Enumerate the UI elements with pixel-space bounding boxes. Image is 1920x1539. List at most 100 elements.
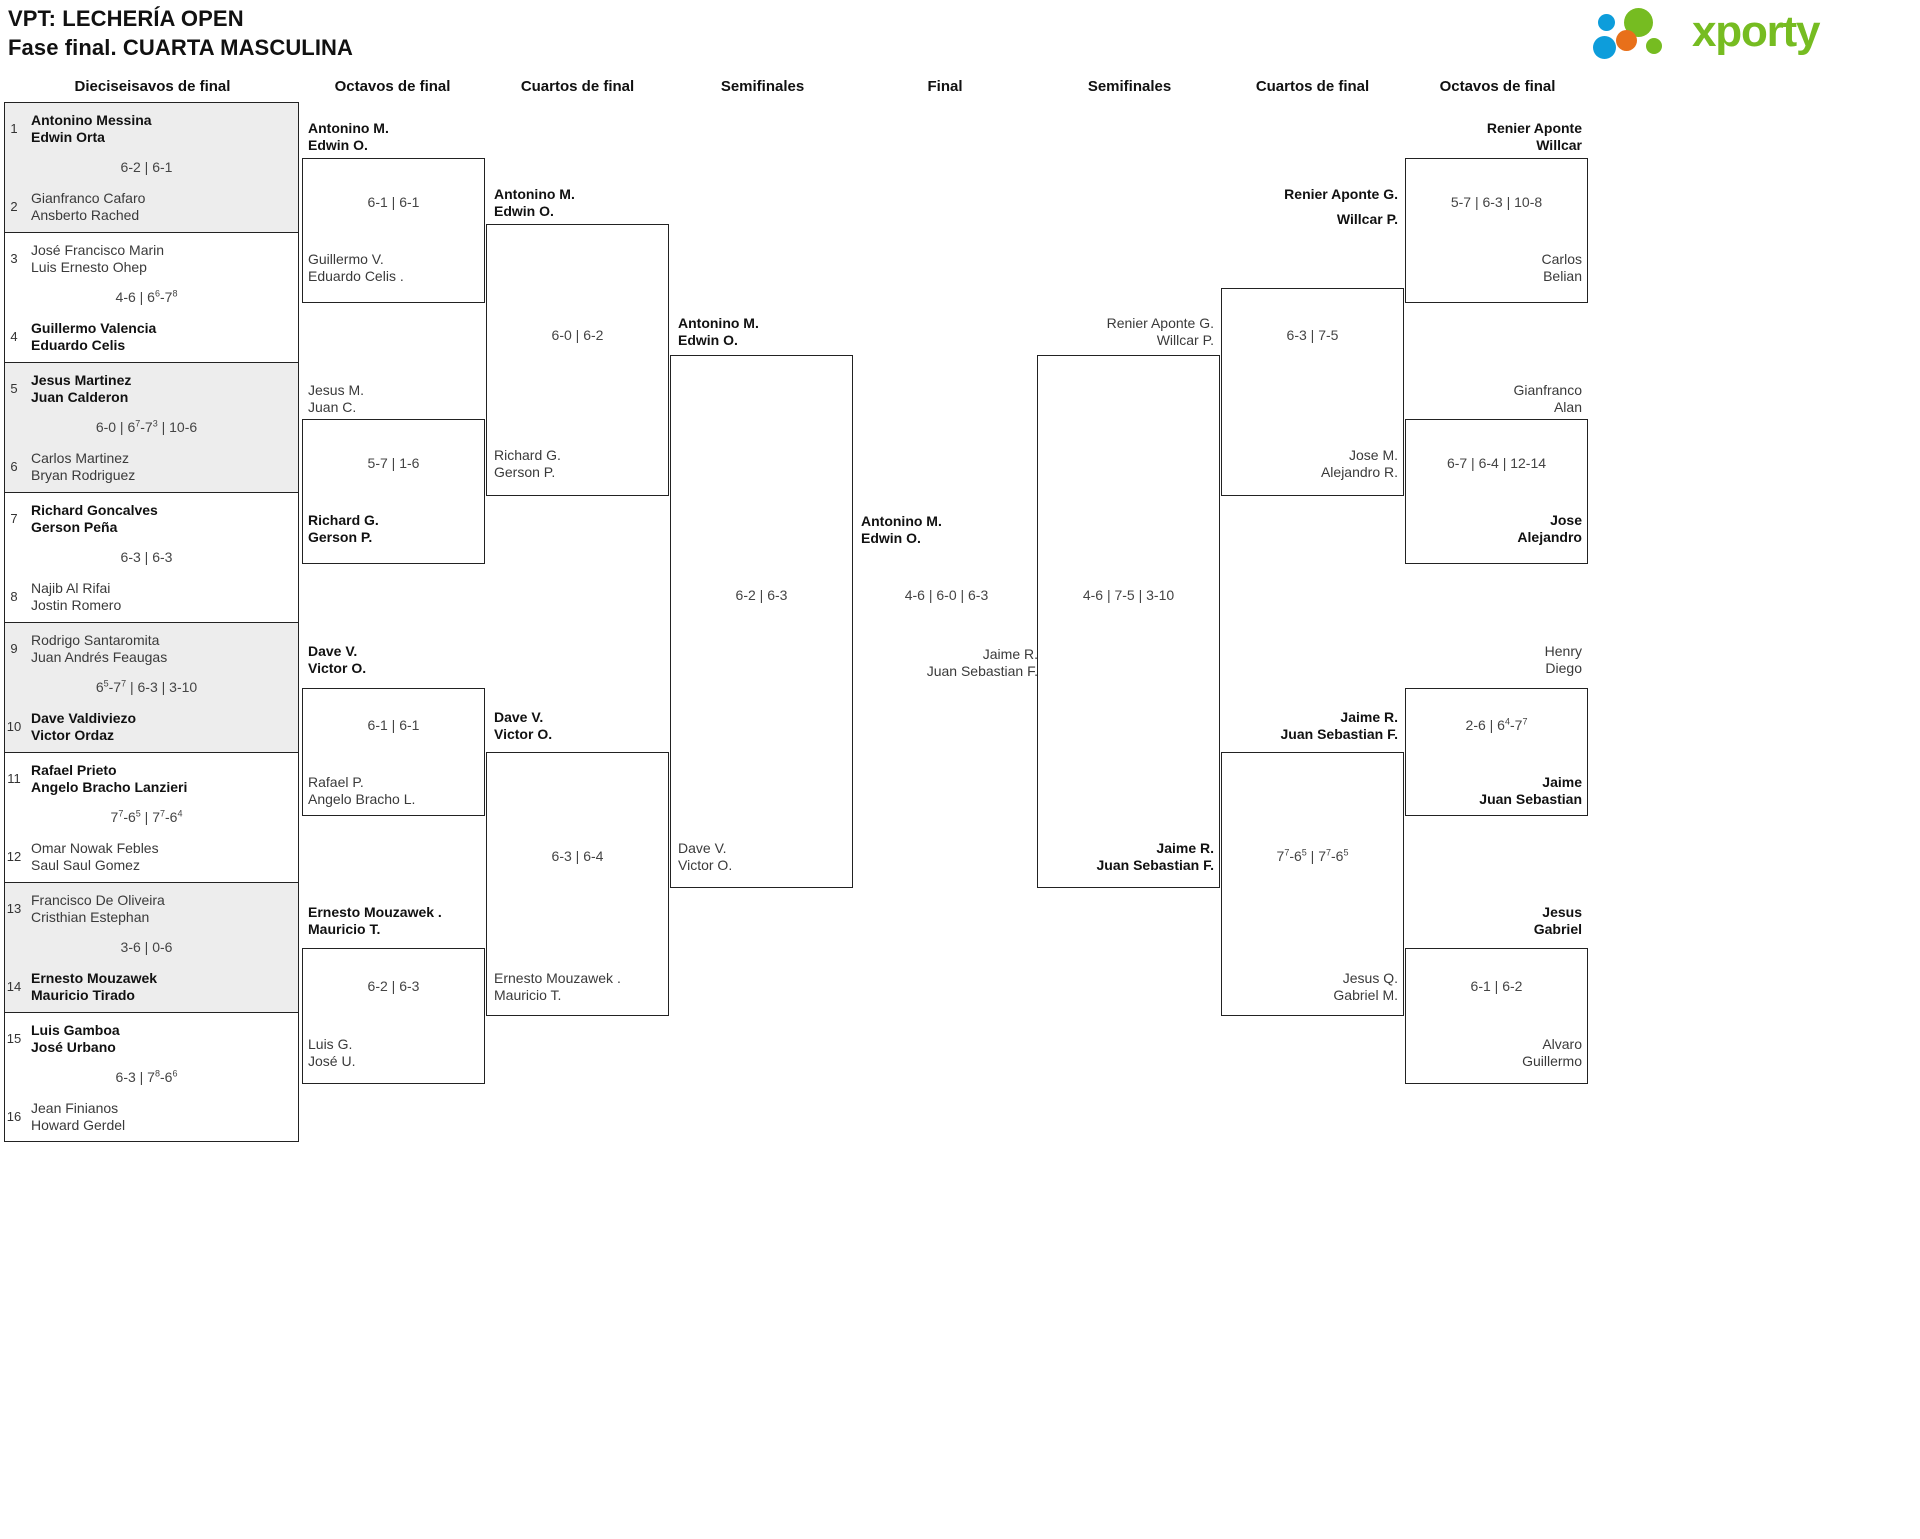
player-name: Jaime R.	[1156, 840, 1214, 856]
player-name: Alvaro	[1542, 1036, 1582, 1052]
round1-pair[interactable]: 1 Antonino Messina Edwin Orta 6-2 | 6-1 …	[4, 102, 299, 232]
player-name: Rafael P.	[308, 774, 364, 790]
player-name: Luis G.	[308, 1036, 353, 1052]
player-name: Eduardo Celis .	[308, 268, 404, 284]
bracket-box-l2-m1	[302, 158, 485, 303]
player-name: Guillermo V.	[308, 251, 384, 267]
logo-dot-blue-large	[1593, 36, 1616, 59]
seed-number: 3	[10, 251, 18, 266]
round1-pair[interactable]: 9 Rodrigo Santaromita Juan Andrés Feauga…	[4, 622, 299, 752]
seed-number: 8	[10, 589, 18, 604]
round-header-final: Final	[927, 78, 963, 95]
xporty-logo[interactable]: xporty	[1580, 4, 1910, 60]
player-name: Ernesto Mouzawek .	[308, 904, 442, 920]
player-name: Ansberto Rached	[31, 207, 140, 223]
player-name: Dave Valdiviezo	[31, 710, 137, 726]
match-score: 6-3 | 6-3	[120, 549, 173, 565]
match-score: 6-1 | 6-1	[367, 194, 420, 210]
player-name: Richard G.	[494, 447, 561, 463]
player-name: Edwin Orta	[31, 129, 105, 145]
player-name: Guillermo Valencia	[31, 320, 157, 336]
round-header-l2: Octavos de final	[334, 78, 451, 95]
bracket-box-r2-m4	[1405, 948, 1588, 1084]
match-score: 6-0 | 6-2	[551, 327, 604, 343]
player-name: Victor O.	[308, 660, 367, 676]
round1-pair[interactable]: 3 José Francisco Marin Luis Ernesto Ohep…	[4, 232, 299, 362]
match-score: 6-1 | 6-2	[1470, 978, 1523, 994]
player-name: Guillermo	[1522, 1053, 1582, 1069]
seed-number: 2	[10, 199, 18, 214]
player-name: Renier Aponte G.	[1106, 315, 1214, 331]
player-name: Jostin Romero	[31, 597, 122, 613]
player-name: Gerson P.	[308, 529, 373, 545]
player-name: Richard G.	[308, 512, 379, 528]
player-name: Bryan Rodriguez	[31, 467, 136, 483]
player-name: Edwin O.	[678, 332, 738, 348]
round-header-r4: Semifinales	[1087, 78, 1172, 95]
round-header-r2: Octavos de final	[1439, 78, 1556, 95]
seed-number: 9	[10, 641, 18, 656]
player-name: Juan Sebastian F.	[1096, 857, 1214, 873]
bracket-box-r3-m2	[1221, 752, 1404, 1016]
player-name: Dave V.	[308, 643, 358, 659]
match-score: 6-2 | 6-3	[735, 587, 788, 603]
bracket-box-l2-m2	[302, 419, 485, 564]
player-name: Francisco De Oliveira	[31, 892, 165, 908]
player-name: Renier Aponte	[1486, 120, 1582, 136]
round1-pair[interactable]: 7 Richard Goncalves Gerson Peña 6-3 | 6-…	[4, 492, 299, 622]
seed-number: 1	[10, 121, 18, 136]
player-name: Alan	[1553, 399, 1582, 415]
match-score: 77-65 | 77-64	[110, 808, 183, 825]
player-name: Luis Gamboa	[31, 1022, 120, 1038]
player-name: Gerson Peña	[31, 519, 118, 535]
player-name: Renier Aponte G.	[1284, 186, 1398, 202]
player-name: Omar Nowak Febles	[31, 840, 159, 856]
player-name: Diego	[1545, 660, 1582, 676]
round1-pair[interactable]: 5 Jesus Martinez Juan Calderon 6-0 | 67-…	[4, 362, 299, 492]
player-name: Antonino M.	[308, 120, 389, 136]
match-score: 6-7 | 6-4 | 12-14	[1446, 455, 1547, 471]
round1-pair[interactable]: 11 Rafael Prieto Angelo Bracho Lanzieri …	[4, 752, 299, 882]
bracket-box-l3-m2	[486, 752, 669, 1016]
player-name: Cristhian Estephan	[31, 909, 150, 925]
player-name: Edwin O.	[494, 203, 554, 219]
bracket-box-l2-m3	[302, 688, 485, 816]
seed-number: 13	[6, 901, 22, 916]
round1-pair[interactable]: 13 Francisco De Oliveira Cristhian Estep…	[4, 882, 299, 1012]
player-name: José Francisco Marin	[31, 242, 165, 258]
match-score: 2-6 | 64-77	[1465, 716, 1528, 733]
player-name: Najib Al Rifai	[31, 580, 111, 596]
player-name: Jose	[1550, 512, 1582, 528]
player-name: Jaime	[1542, 774, 1582, 790]
player-name: Antonino M.	[494, 186, 575, 202]
bracket-box-r2-m2	[1405, 419, 1588, 564]
logo-dot-blue-small	[1598, 14, 1615, 31]
player-name: Jesus Martinez	[31, 372, 132, 388]
player-name: Gianfranco	[1513, 382, 1582, 398]
player-name: Carlos Martinez	[31, 450, 130, 466]
round1-pair[interactable]: 15 Luis Gamboa José Urbano 6-3 | 78-66 1…	[4, 1012, 299, 1142]
player-name: Jesus Q.	[1342, 970, 1398, 986]
player-name: Juan Calderon	[31, 389, 129, 405]
match-score: 4-6 | 6-0 | 6-3	[904, 587, 989, 603]
round-header-r3: Cuartos de final	[1255, 78, 1370, 95]
bracket-box-l3-m1	[486, 224, 669, 496]
round-header-l1: Dieciseisavos de final	[74, 78, 231, 95]
match-score: 6-1 | 6-1	[367, 717, 420, 733]
player-name: Willcar P.	[1156, 332, 1214, 348]
player-name: Dave V.	[494, 709, 544, 725]
player-name: Antonino Messina	[31, 112, 152, 128]
seed-number: 12	[6, 849, 22, 864]
player-name: Antonino M.	[678, 315, 759, 331]
bracket-box-r2-m1	[1405, 158, 1588, 303]
match-score: 6-3 | 7-5	[1286, 327, 1339, 343]
player-name: Gabriel M.	[1333, 987, 1398, 1003]
player-name: Mauricio T.	[494, 987, 562, 1003]
player-name: Carlos	[1541, 251, 1582, 267]
seed-number: 15	[6, 1031, 22, 1046]
player-name: Jean Finianos	[31, 1100, 119, 1116]
player-name: Saul Saul Gomez	[31, 857, 140, 873]
bracket-box-l2-m4	[302, 948, 485, 1084]
player-name: Rodrigo Santaromita	[31, 632, 160, 648]
